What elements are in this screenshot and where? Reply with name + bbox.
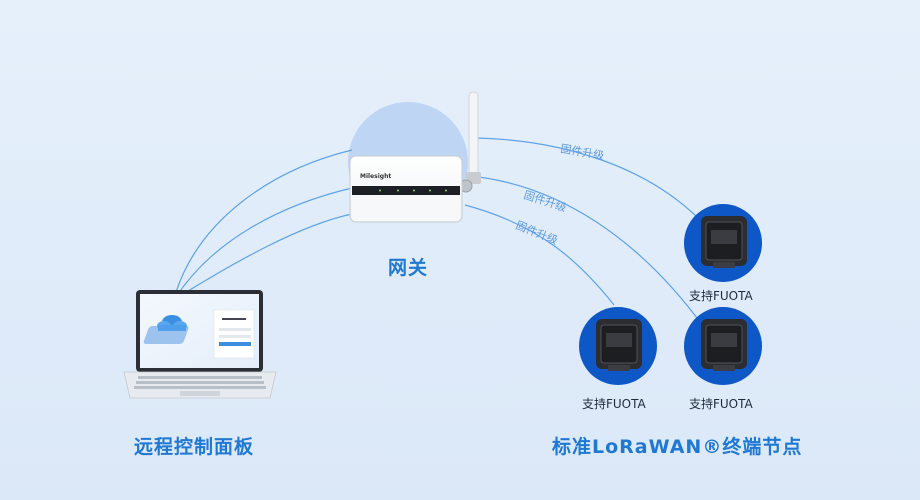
link-label-1: 固件升级 [559, 142, 605, 162]
gateway-antenna [468, 91, 479, 179]
console-label: 远程控制面板 [134, 436, 255, 458]
node-label-3: 支持FUOTA [582, 397, 646, 411]
end-node-3 [579, 307, 657, 385]
end-node-1 [684, 204, 762, 282]
end-nodes-label: 标准LoRaWAN®终端节点 [552, 436, 803, 458]
gateway-device: Milesight [349, 91, 481, 223]
firmware-links [464, 137, 704, 327]
node-label-1: 支持FUOTA [689, 289, 753, 303]
link-label-2: 固件升级 [522, 188, 568, 214]
gateway-label: 网关 [388, 257, 429, 279]
cloud-icon [143, 315, 189, 344]
console-links [175, 149, 353, 297]
laptop-console [123, 290, 277, 399]
link-label-3: 固件升级 [514, 219, 560, 248]
gateway-logo: Milesight [360, 173, 391, 180]
node-label-2: 支持FUOTA [689, 397, 753, 411]
end-node-2 [684, 307, 762, 385]
